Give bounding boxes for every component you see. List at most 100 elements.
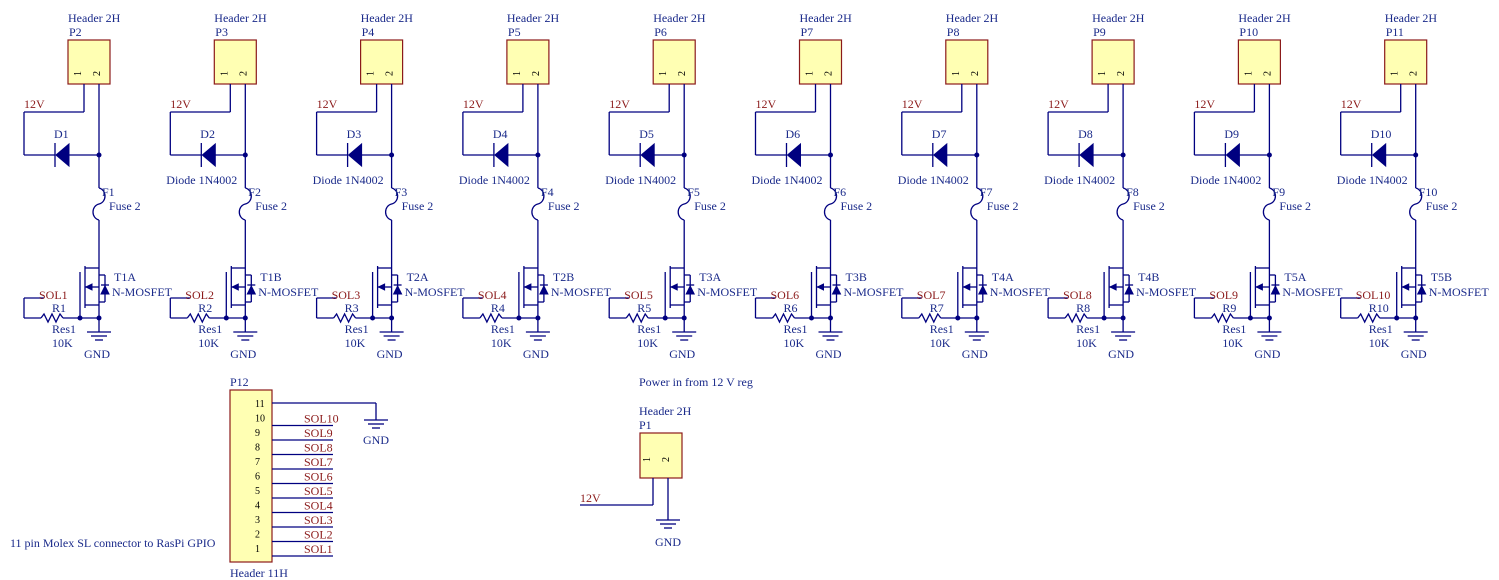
gnd-label: GND xyxy=(84,347,110,361)
header-value: Header 2H xyxy=(800,11,853,25)
power-pin1: 1 xyxy=(642,457,653,462)
diode-ref: D7 xyxy=(932,127,947,141)
header-ref: P8 xyxy=(947,25,960,39)
diode-symbol xyxy=(347,142,363,168)
mosfet-value: N-MOSFET xyxy=(1136,285,1197,299)
diode-symbol xyxy=(933,142,948,168)
mosfet-value: N-MOSFET xyxy=(1282,285,1343,299)
power-supply-label: 12V xyxy=(580,491,601,505)
resistor-ref: R3 xyxy=(345,301,359,315)
resistor-symbol xyxy=(918,312,942,324)
connector-value: Header 11H xyxy=(230,566,288,580)
header-pin1: 1 xyxy=(512,71,523,76)
net-label: SOL1 xyxy=(39,288,68,302)
mosfet-ref: T3A xyxy=(699,270,721,284)
resistor-ohms: 10K xyxy=(1222,336,1243,350)
connector-pin-number: 7 xyxy=(255,457,260,468)
resistor-symbol xyxy=(1357,312,1381,324)
diode-ref: D2 xyxy=(200,127,215,141)
header-ref: P9 xyxy=(1093,25,1106,39)
diode-symbol xyxy=(1371,142,1387,168)
header-value: Header 2H xyxy=(653,11,706,25)
resistor-symbol xyxy=(771,312,796,324)
header-ref: P2 xyxy=(69,25,82,39)
diode-value: Diode 1N4002 xyxy=(459,173,530,187)
fuse-value: Fuse 2 xyxy=(1279,199,1311,213)
diode-value: Diode 1N4002 xyxy=(898,173,969,187)
gnd-label: GND xyxy=(1108,347,1134,361)
fuse-ref: F4 xyxy=(541,185,554,199)
connector-pin-number: 11 xyxy=(255,399,265,410)
supply-label: 12V xyxy=(1194,97,1215,111)
resistor-symbol xyxy=(40,312,64,324)
resistor-value: Res1 xyxy=(930,322,954,336)
mosfet-symbol xyxy=(371,266,403,318)
resistor-value: Res1 xyxy=(784,322,808,336)
ground-symbol xyxy=(1403,331,1428,341)
resistor-value: Res1 xyxy=(198,322,222,336)
gnd-label: GND xyxy=(1401,347,1427,361)
mosfet-value: N-MOSFET xyxy=(844,285,905,299)
diode-value: Diode 1N4002 xyxy=(605,173,676,187)
resistor-ref: R7 xyxy=(930,301,944,315)
ground-symbol xyxy=(364,419,388,429)
mosfet-symbol xyxy=(225,266,257,318)
header-ref: P6 xyxy=(654,25,667,39)
diode-value: Diode 1N4002 xyxy=(1044,173,1115,187)
fuse-symbol xyxy=(384,187,399,221)
header-pin2: 2 xyxy=(1116,71,1127,76)
header-pin2: 2 xyxy=(1262,71,1273,76)
mosfet-symbol xyxy=(1103,266,1134,318)
resistor-ohms: 10K xyxy=(930,336,951,350)
fuse-symbol xyxy=(823,187,838,221)
header-pin2: 2 xyxy=(677,71,688,76)
fuse-ref: F6 xyxy=(834,185,847,199)
mosfet-value: N-MOSFET xyxy=(112,285,173,299)
fuse-symbol xyxy=(531,187,545,221)
net-label: SOL6 xyxy=(771,288,800,302)
fuse-ref: F7 xyxy=(980,185,993,199)
connector-net-label: SOL1 xyxy=(304,542,333,556)
supply-label: 12V xyxy=(756,97,777,111)
diode-symbol xyxy=(1225,142,1240,168)
header-pin2: 2 xyxy=(531,71,542,76)
mosfet-ref: T5B xyxy=(1431,270,1452,284)
mosfet-value: N-MOSFET xyxy=(258,285,319,299)
resistor-symbol xyxy=(479,312,503,324)
resistor-ref: R8 xyxy=(1076,301,1090,315)
header-body xyxy=(1091,39,1135,85)
ground-symbol xyxy=(818,331,843,341)
connector-body xyxy=(229,389,273,563)
header-value: Header 2H xyxy=(946,11,999,25)
connector-description: 11 pin Molex SL connector to RasPi GPIO xyxy=(10,536,216,550)
connector-net-label: SOL8 xyxy=(304,441,333,455)
fuse-ref: F3 xyxy=(395,185,408,199)
mosfet-value: N-MOSFET xyxy=(697,285,758,299)
diode-ref: D3 xyxy=(347,127,362,141)
mosfet-symbol xyxy=(79,266,110,318)
fuse-ref: F2 xyxy=(248,185,261,199)
resistor-ref: R10 xyxy=(1369,301,1389,315)
resistor-ref: R4 xyxy=(491,301,505,315)
fuse-symbol xyxy=(970,187,984,221)
diode-symbol xyxy=(640,142,655,168)
fuse-value: Fuse 2 xyxy=(1426,199,1458,213)
resistor-symbol xyxy=(1210,312,1234,324)
diode-value: Diode 1N4002 xyxy=(752,173,823,187)
connector-pin-number: 10 xyxy=(255,414,265,425)
header-body xyxy=(798,39,843,85)
header-pin1: 1 xyxy=(1243,71,1254,76)
fuse-value: Fuse 2 xyxy=(841,199,873,213)
connector-net-label: SOL7 xyxy=(304,455,333,469)
header-value: Header 2H xyxy=(507,11,560,25)
supply-label: 12V xyxy=(24,97,45,111)
resistor-ref: R5 xyxy=(637,301,651,315)
fuse-symbol xyxy=(677,187,691,221)
fuse-symbol xyxy=(238,187,252,221)
diode-symbol xyxy=(1079,142,1094,168)
power-header-p1: Power in from 12 V reg Header 2H P1 1 2 … xyxy=(580,375,753,549)
supply-label: 12V xyxy=(317,97,338,111)
